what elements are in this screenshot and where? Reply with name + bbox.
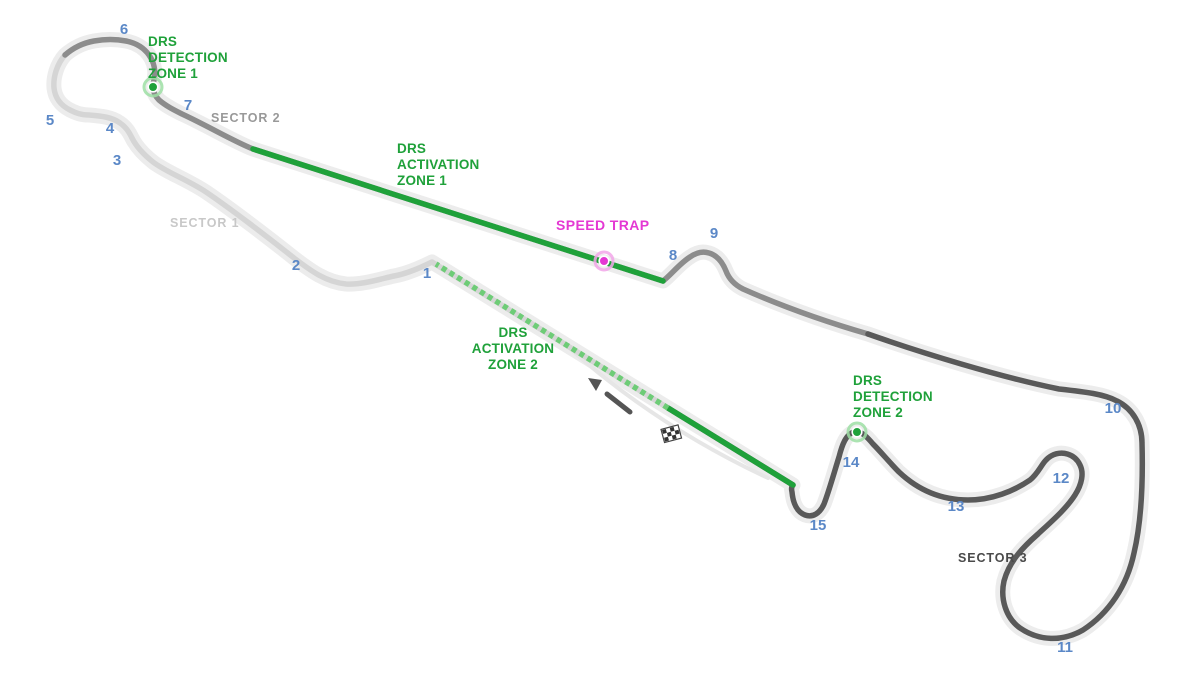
sector-1-track xyxy=(51,52,671,411)
checkered-flag-icon xyxy=(660,424,683,444)
turn-label-12: 12 xyxy=(1053,470,1070,487)
drs-activation-zone-2-solid-line xyxy=(665,405,796,488)
drs-act2-line1: DRS xyxy=(498,325,527,340)
sector-3-track xyxy=(665,331,1146,642)
drs-det1-line3: ZONE 1 xyxy=(148,66,198,81)
turn-label-8: 8 xyxy=(669,247,677,264)
turn-label-13: 13 xyxy=(948,498,965,515)
speed-trap-marker xyxy=(593,250,615,272)
drs-detection-zone-2-label: DRS DETECTION ZONE 2 xyxy=(853,373,933,420)
drs-detection-zone-1-marker xyxy=(142,76,164,98)
drs-det2-line2: DETECTION xyxy=(853,389,933,404)
sector-2-label: SECTOR 2 xyxy=(211,111,281,125)
turn-label-2: 2 xyxy=(292,257,300,274)
sector-1-label: SECTOR 1 xyxy=(170,216,240,230)
sector-3-label: SECTOR 3 xyxy=(958,551,1028,565)
drs-detection-zone-2-marker xyxy=(846,421,868,443)
drs-act1-line2: ACTIVATION xyxy=(397,157,480,172)
turn-label-5: 5 xyxy=(46,112,54,129)
drs-act1-line3: ZONE 1 xyxy=(397,173,447,188)
turn-label-9: 9 xyxy=(710,225,718,242)
drs-det1-line1: DRS xyxy=(148,34,177,49)
turn-label-14: 14 xyxy=(843,454,860,471)
pit-lane xyxy=(565,344,770,480)
turn-label-7: 7 xyxy=(184,97,192,114)
drs-act2-line3: ZONE 2 xyxy=(488,357,538,372)
turn-label-15: 15 xyxy=(810,517,827,534)
drs-det1-line2: DETECTION xyxy=(148,50,228,65)
drs-detection-zone-1-label: DRS DETECTION ZONE 1 xyxy=(148,34,228,81)
drs-det2-line3: ZONE 2 xyxy=(853,405,903,420)
turn-label-1: 1 xyxy=(423,265,431,282)
drs-act1-line1: DRS xyxy=(397,141,426,156)
speed-trap-label: SPEED TRAP xyxy=(556,217,649,233)
turn-label-10: 10 xyxy=(1105,400,1122,417)
turn-label-4: 4 xyxy=(106,120,115,137)
race-direction-arrow-icon xyxy=(588,378,633,415)
drs-det2-line1: DRS xyxy=(853,373,882,388)
sector-2-track xyxy=(62,36,871,337)
turn-label-11: 11 xyxy=(1057,639,1073,656)
turn-label-6: 6 xyxy=(120,21,128,38)
drs-activation-zone-1-label: DRS ACTIVATION ZONE 1 xyxy=(397,141,480,188)
turn-label-3: 3 xyxy=(113,152,121,169)
drs-act2-line2: ACTIVATION xyxy=(472,341,555,356)
drs-activation-zone-2-label: DRS ACTIVATION ZONE 2 xyxy=(472,325,555,372)
drs-activation-zone-2-striped-line xyxy=(434,261,670,411)
